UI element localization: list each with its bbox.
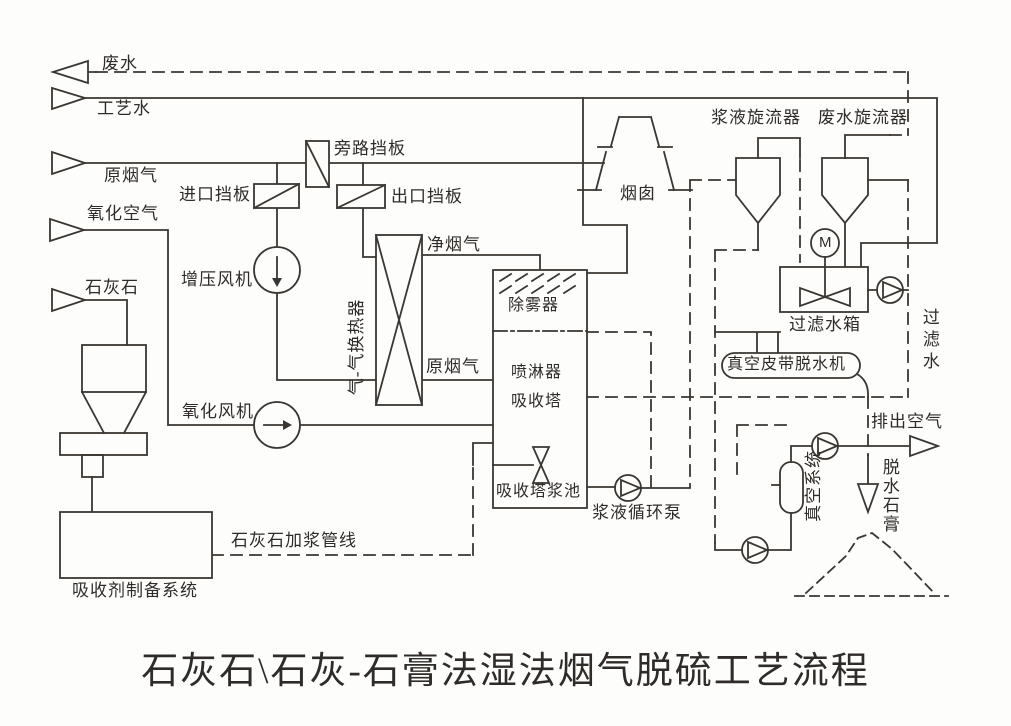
gypsum-arrow xyxy=(856,454,880,515)
oxidation-air-line xyxy=(83,229,494,426)
limestone-arrow xyxy=(51,287,88,313)
label-bypass-damper: 旁路挡板 xyxy=(334,139,406,158)
label-chimney: 烟囱 xyxy=(620,184,656,203)
filtrate-pump xyxy=(741,536,769,564)
label-vacuum-belt-dewaterer: 真空皮带脱水机 xyxy=(727,356,847,373)
label-booster-fan: 增压风机 xyxy=(181,270,253,289)
outlet-duct xyxy=(362,162,377,258)
label-wastewater: 废水 xyxy=(102,54,138,73)
booster-fan xyxy=(253,246,301,294)
label-raw-flue-gas-mid: 原烟气 xyxy=(426,357,480,376)
process-water-line xyxy=(85,97,938,268)
label-filter-water: 过滤水 xyxy=(919,308,939,374)
filter-water-tank-shape xyxy=(779,228,869,313)
label-limestone-slurry-pipeline: 石灰石加浆管线 xyxy=(231,531,357,550)
oxidation-air-arrow xyxy=(49,217,87,243)
raw-flue-gas-arrow xyxy=(51,150,88,176)
belt-discharge-curve xyxy=(855,372,869,398)
label-raw-flue-gas: 原烟气 xyxy=(104,166,158,185)
label-gas-gas-heater: 气-气换热器 xyxy=(347,298,367,396)
chimney-shape xyxy=(577,115,693,192)
cyclone-underflow-to-belt xyxy=(714,249,759,544)
label-oxidation-air: 氧化空气 xyxy=(87,204,159,223)
label-slurry-cyclone: 浆液旋流器 xyxy=(711,108,801,127)
absorbent-prep-system xyxy=(59,511,213,579)
bypass-damper xyxy=(304,139,331,189)
label-wastewater-cyclone: 废水旋流器 xyxy=(818,108,908,127)
filter-water-line xyxy=(586,179,909,398)
filter-water-pump xyxy=(867,276,909,304)
limestone-slurry-line xyxy=(211,464,474,556)
diagram-title: 石灰石\石灰-石膏法湿法烟气脱硫工艺流程 xyxy=(141,651,870,692)
demister-marks xyxy=(498,272,577,295)
label-inlet-damper: 进口挡板 xyxy=(179,185,251,204)
label-slurry-circulation-pump: 浆液循环泵 xyxy=(592,503,682,522)
belt-feed-line xyxy=(714,331,781,354)
slurry-cyclone-shape xyxy=(735,137,801,225)
label-oxidation-fan: 氧化风机 xyxy=(182,402,254,421)
wastewater-cyclone-shape xyxy=(821,134,909,268)
absorber-tower xyxy=(492,269,588,509)
inlet-duct xyxy=(276,162,494,381)
limestone-feed-line xyxy=(84,299,128,346)
wastewater-arrow xyxy=(49,59,97,85)
exhaust-air-arrow xyxy=(909,434,941,458)
process-water-arrow xyxy=(51,86,88,111)
label-exhaust-air: 排出空气 xyxy=(871,412,943,431)
slurry-circulation-pump xyxy=(614,474,643,502)
label-limestone: 石灰石 xyxy=(85,278,139,297)
tower-to-ggh-duct xyxy=(421,254,541,271)
label-process-water: 工艺水 xyxy=(97,99,151,118)
gypsum-pile xyxy=(794,531,949,597)
vacuum-frame-line xyxy=(736,424,789,476)
cyclone-feed-riser xyxy=(689,179,737,488)
label-spray: 喷淋器 xyxy=(511,364,563,381)
label-absorber-slurry-pool: 吸收塔浆池 xyxy=(496,483,582,500)
pool-agitator xyxy=(531,446,551,484)
label-outlet-damper: 出口挡板 xyxy=(391,187,463,206)
oxidation-fan xyxy=(253,401,301,449)
label-motor: M xyxy=(819,234,832,251)
dashed-lines xyxy=(95,71,909,556)
outlet-damper xyxy=(335,183,387,210)
label-demister: 除雾器 xyxy=(508,297,560,314)
label-dewatered-gypsum: 脱水石膏 xyxy=(879,458,899,534)
label-filter-water-tank: 过滤水箱 xyxy=(789,315,861,334)
label-vacuum-system: 真空系统 xyxy=(804,449,824,522)
stream-arrows xyxy=(49,59,97,313)
label-absorbent-prep-system: 吸收剂制备系统 xyxy=(72,581,198,600)
gas-gas-heater xyxy=(374,233,424,407)
spray-feed-line xyxy=(586,331,652,488)
tower-outlet-duct xyxy=(582,97,628,274)
wastewater-line xyxy=(95,71,909,136)
label-clean-flue-gas: 净烟气 xyxy=(427,235,481,254)
vacuum-belt-dewaterer-shape xyxy=(721,352,861,379)
label-absorber: 吸收塔 xyxy=(511,393,563,410)
slurry-line-tower-inlet xyxy=(472,442,494,466)
vacuum-system-shape xyxy=(714,432,941,564)
inlet-damper xyxy=(252,182,301,210)
pool-outlet-line xyxy=(586,486,691,489)
limestone-silo xyxy=(59,344,148,513)
